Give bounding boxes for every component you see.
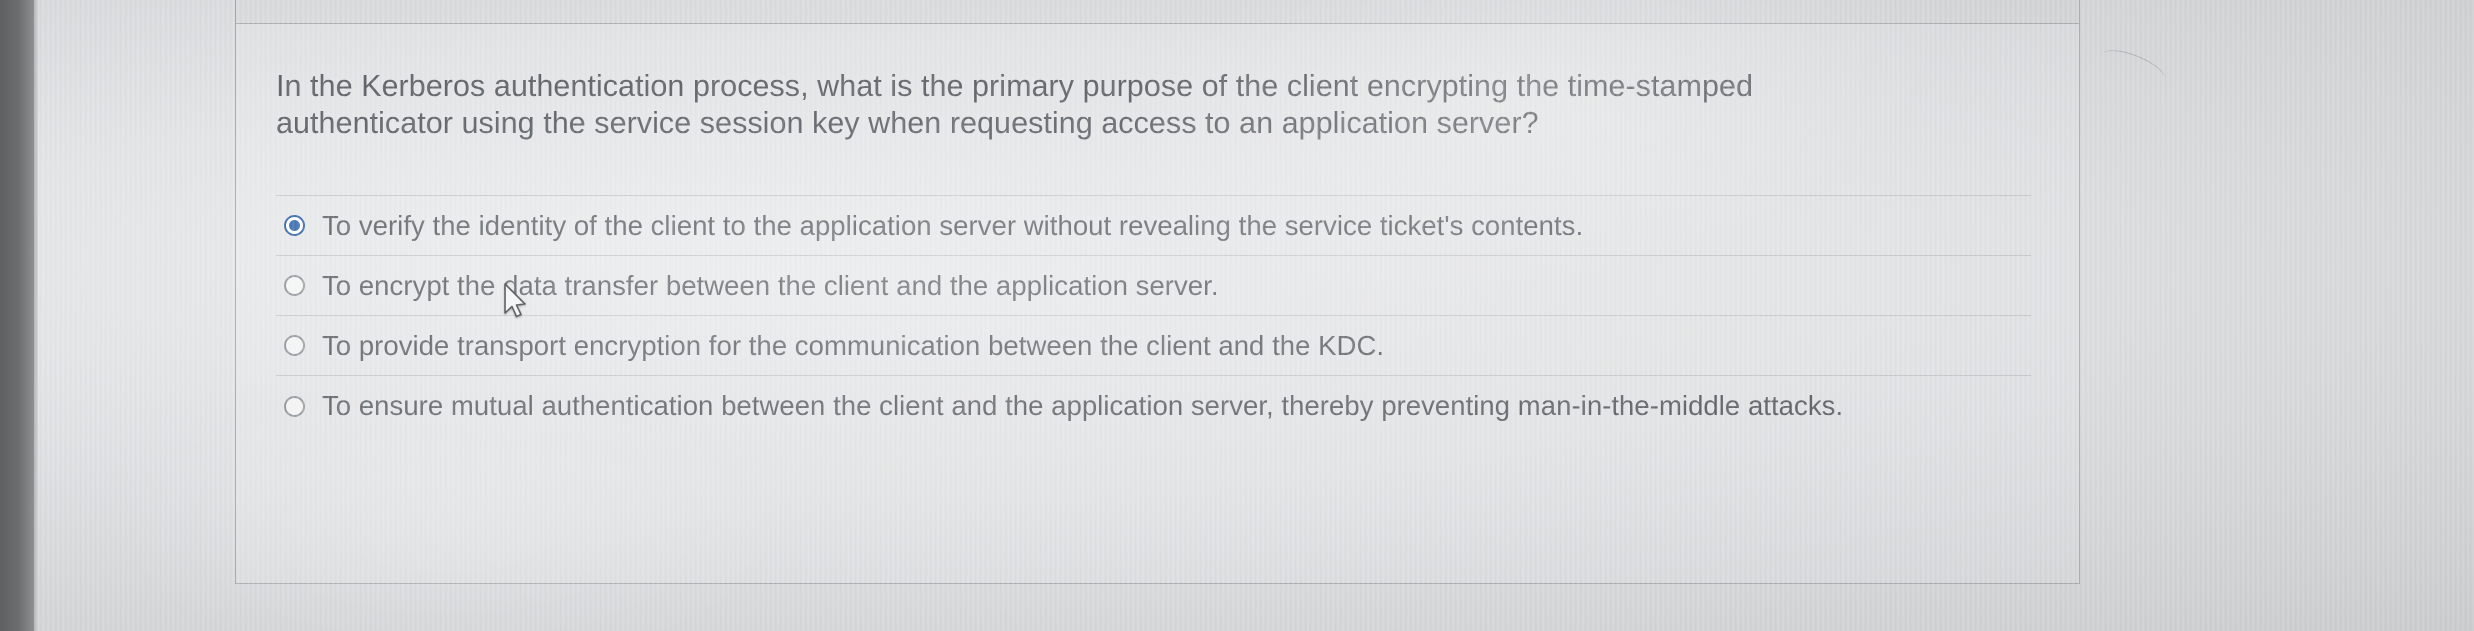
monitor-bezel-left: [0, 0, 34, 631]
radio-button-icon[interactable]: [284, 335, 305, 357]
question-prompt: In the Kerberos authentication process, …: [276, 69, 1753, 140]
radio-button-icon[interactable]: [284, 275, 305, 297]
answer-option-label: To provide transport encryption for the …: [322, 329, 1385, 361]
question-card-body: In the Kerberos authentication process, …: [236, 24, 2079, 436]
answer-option-label: To verify the identity of the client to …: [322, 209, 1584, 241]
answer-option-2[interactable]: To encrypt the data transfer between the…: [276, 256, 2031, 317]
answer-option-4[interactable]: To ensure mutual authentication between …: [276, 376, 2031, 436]
answer-option-label: To encrypt the data transfer between the…: [322, 269, 1219, 301]
question-card-header: Question 1 pts: [236, 0, 2079, 24]
quiz-question-card: Question 1 pts In the Kerberos authentic…: [235, 0, 2080, 584]
answer-option-3[interactable]: To provide transport encryption for the …: [276, 316, 2031, 377]
screen-smudge: [2095, 42, 2171, 95]
radio-button-icon-selected[interactable]: [284, 215, 305, 237]
answer-options-list: To verify the identity of the client to …: [276, 195, 2031, 436]
screen-area: Question 1 pts In the Kerberos authentic…: [38, 0, 2474, 631]
answer-option-1[interactable]: To verify the identity of the client to …: [276, 196, 2031, 257]
radio-button-icon[interactable]: [284, 395, 305, 417]
monitor-bezel-edge: [34, 0, 38, 631]
answer-option-label: To ensure mutual authentication between …: [322, 390, 1844, 422]
